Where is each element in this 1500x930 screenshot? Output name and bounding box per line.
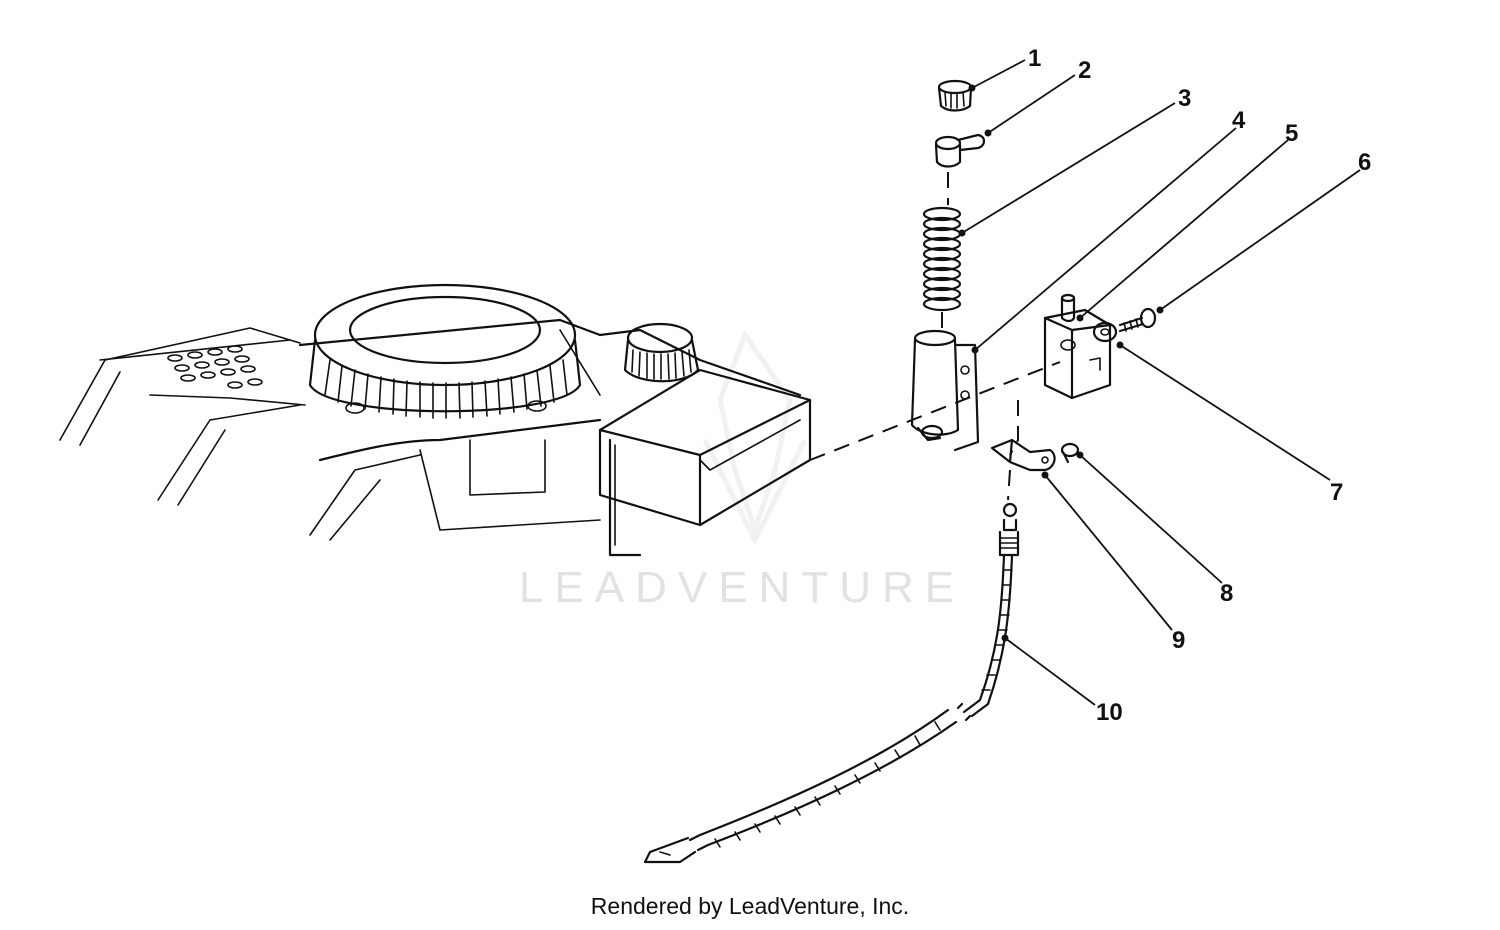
callout-8: 8: [1220, 580, 1233, 607]
part-4-bracket: [910, 329, 980, 452]
fuel-cap: [623, 322, 700, 383]
part-2-collar: [934, 133, 986, 168]
callout-labels: 1 2 3 4 5 6 7 8 9 10: [1028, 45, 1371, 726]
callout-7: 7: [1330, 479, 1343, 506]
callout-4: 4: [1232, 107, 1246, 134]
part-8-screw: [1060, 442, 1080, 464]
watermark-text: LEADVENTURE: [519, 563, 965, 612]
callout-10: 10: [1096, 699, 1123, 726]
mower-engine: [59, 283, 812, 557]
recoil-starter-cap: [308, 283, 582, 419]
callout-2: 2: [1078, 57, 1091, 84]
part-1-cap: [937, 79, 973, 112]
assembly-line-bracket: [1009, 400, 1019, 456]
deck-vent-holes: [167, 345, 263, 389]
watermark: LEADVENTURE: [519, 329, 965, 612]
axis-line-cable: [1007, 469, 1011, 501]
part-10-cable: [643, 502, 1020, 864]
part-5-switch: [1043, 293, 1112, 400]
callout-1: 1: [1028, 45, 1041, 72]
part-3-spring: [922, 206, 962, 312]
part-9-clip: [990, 438, 1056, 472]
watermark-logo: [702, 329, 808, 546]
part-7-washer: [1092, 321, 1118, 343]
callout-5: 5: [1285, 120, 1298, 147]
leader-lines: [958, 59, 1361, 706]
callout-6: 6: [1358, 149, 1371, 176]
part-6-screw: [1118, 307, 1157, 333]
engine-housing-top: [298, 318, 802, 397]
mower-deck: [59, 327, 421, 541]
engine-housing-mid: [318, 418, 602, 462]
callout-9: 9: [1172, 627, 1185, 654]
callout-3: 3: [1178, 85, 1191, 112]
assembly-line-horizontal: [809, 361, 1061, 461]
footer-credit: Rendered by LeadVenture, Inc.: [590, 893, 910, 919]
